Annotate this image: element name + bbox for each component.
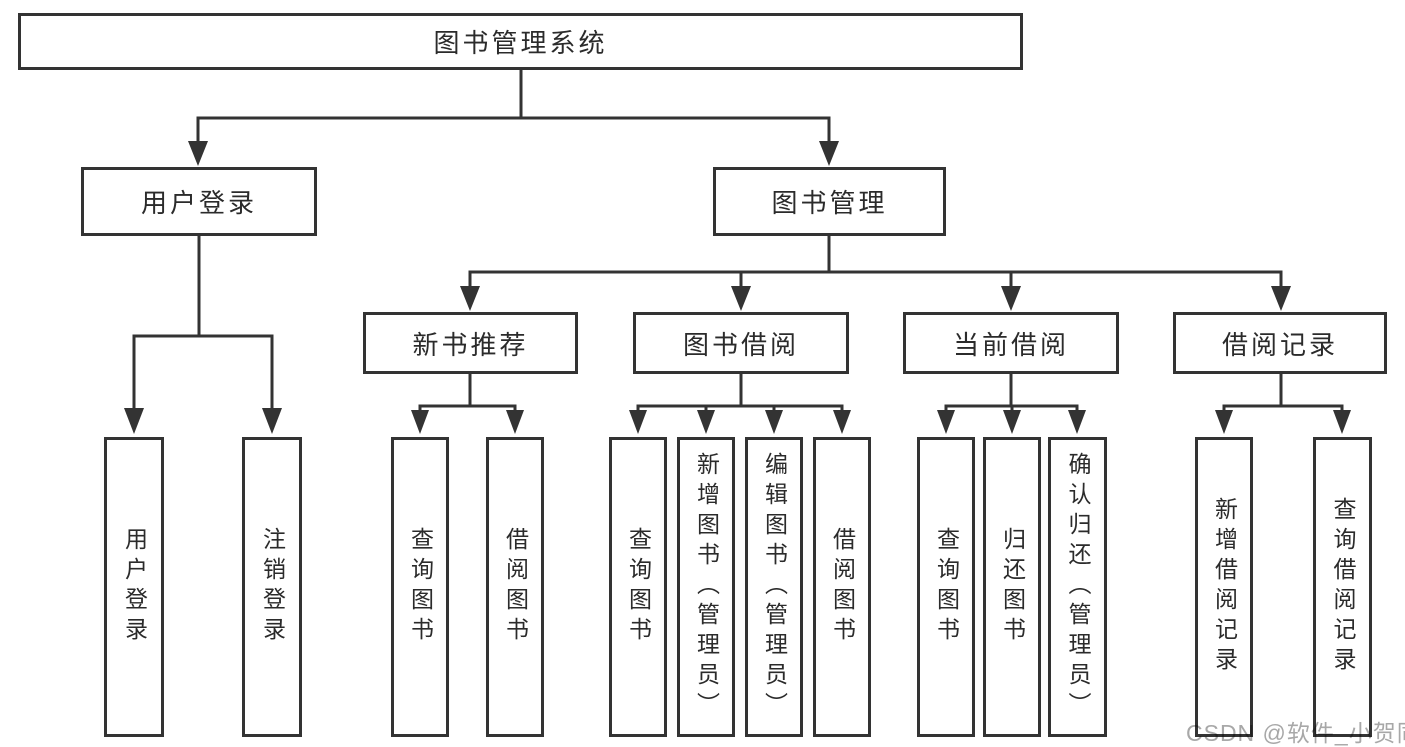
connector-records-group (1222, 372, 1344, 414)
leaf-borrow-edit-books-admin: 编辑图书（管理员） (745, 437, 803, 737)
node-user-login: 用户登录 (81, 167, 317, 236)
leaf-current-confirm-return-admin: 确认归还（管理员） (1048, 437, 1107, 737)
connector-book-mgmt-to-level3 (468, 233, 1283, 290)
connector-user-login-group (132, 233, 274, 411)
leaf-newrec-borrow-books: 借阅图书 (486, 437, 544, 737)
leaf-current-return-books: 归还图书 (983, 437, 1041, 737)
connector-new-book-group (418, 372, 517, 414)
node-borrowing-records: 借阅记录 (1173, 312, 1387, 374)
leaf-records-query-record: 查询借阅记录 (1313, 437, 1372, 737)
node-current-borrowing: 当前借阅 (903, 312, 1119, 374)
leaf-logout: 注销登录 (242, 437, 302, 737)
connector-book-borrow-group (636, 372, 844, 414)
leaf-borrow-add-books-admin: 新增图书（管理员） (677, 437, 735, 737)
connector-current-borrow-group (944, 372, 1079, 414)
csdn-watermark: CSDN @软件_小贺同学 (1186, 714, 1405, 747)
node-book-borrowing: 图书借阅 (633, 312, 849, 374)
arrowheads-level2 (188, 141, 839, 166)
node-new-book-recommend: 新书推荐 (363, 312, 578, 374)
node-book-management: 图书管理 (713, 167, 946, 236)
csdn-watermark-main: CSDN @软件_小贺同 (1186, 720, 1405, 746)
leaf-user-login: 用户登录 (104, 437, 164, 737)
arrowheads-level3 (460, 286, 1291, 311)
arrowheads-leaf-level (411, 410, 1351, 434)
leaf-borrow-query-books: 查询图书 (609, 437, 667, 737)
leaf-borrow-borrow-books: 借阅图书 (813, 437, 871, 737)
node-library-system: 图书管理系统 (18, 13, 1023, 70)
leaf-current-query-books: 查询图书 (917, 437, 975, 737)
arrowheads-user-login-group (124, 408, 282, 434)
leaf-newrec-query-books: 查询图书 (391, 437, 449, 737)
leaf-records-add-record: 新增借阅记录 (1195, 437, 1253, 737)
connector-root-to-level2 (196, 67, 831, 145)
